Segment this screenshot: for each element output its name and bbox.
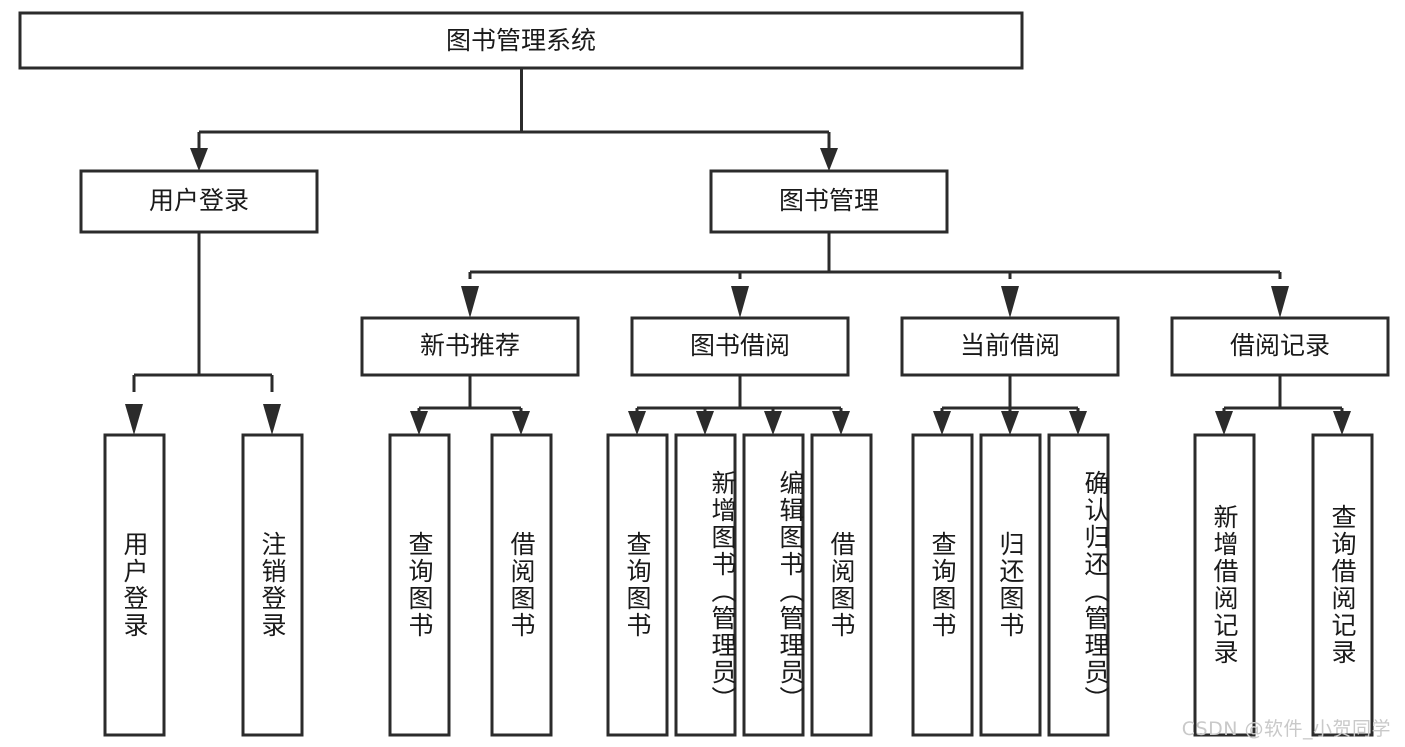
node-borrow-record[interactable]: 借阅记录	[1170, 316, 1390, 377]
node-book-manage-label: 图书管理	[779, 186, 879, 215]
leaf-boxes-user-login	[103, 433, 304, 737]
leaf-box-book-borrow-3[interactable]	[810, 433, 873, 737]
arrowhead-new-book	[461, 286, 479, 318]
leaf-box-book-borrow-0[interactable]	[606, 433, 669, 737]
leaf-box-current-borrow-1[interactable]	[979, 433, 1042, 737]
arrowhead-leaf-current-borrow-2	[1069, 411, 1087, 435]
node-root[interactable]: 图书管理系统	[18, 11, 1024, 70]
arrowhead-book-borrow	[731, 286, 749, 318]
node-current-borrow-label: 当前借阅	[960, 331, 1060, 360]
arrowhead-leaf-new-book-1	[512, 411, 530, 435]
arrowhead-borrow-record	[1271, 286, 1289, 318]
arrowhead-leaf-book-borrow-1	[696, 411, 714, 435]
leaf-boxes-current-borrow	[911, 433, 1110, 737]
leaf-box-current-borrow-0[interactable]	[911, 433, 974, 737]
node-book-manage-box[interactable]	[709, 169, 949, 234]
leaf-box-current-borrow-2[interactable]	[1047, 433, 1110, 737]
leaf-box-borrow-record-1[interactable]	[1311, 433, 1374, 737]
leaf-box-book-borrow-2[interactable]	[742, 433, 805, 737]
leaf-box-book-borrow-1[interactable]	[674, 433, 737, 737]
node-current-borrow-box[interactable]	[900, 316, 1120, 377]
node-new-book-recommend-box[interactable]	[360, 316, 580, 377]
arrowhead-leaf-book-borrow-3	[832, 411, 850, 435]
node-book-borrow-box[interactable]	[630, 316, 850, 377]
arrowhead-current-borrow	[1001, 286, 1019, 318]
node-user-login-box[interactable]	[79, 169, 319, 234]
arrowhead-leaf-borrow-record-1	[1333, 411, 1351, 435]
node-book-borrow-label: 图书借阅	[690, 331, 790, 360]
arrowhead-book-manage	[820, 148, 838, 171]
node-new-book-recommend-label: 新书推荐	[420, 331, 520, 360]
arrowhead-leaf-user-login-1	[263, 404, 281, 435]
leaf-box-user-login-1[interactable]	[241, 433, 304, 737]
node-user-login-label: 用户登录	[149, 186, 249, 215]
node-root-label: 图书管理系统	[446, 26, 596, 55]
arrowhead-leaf-current-borrow-0	[933, 411, 951, 435]
node-root-box[interactable]	[18, 11, 1024, 70]
arrowhead-leaf-borrow-record-0	[1215, 411, 1233, 435]
arrowhead-leaf-user-login-0	[125, 404, 143, 435]
leaf-boxes-new-book-recommend	[388, 433, 553, 737]
node-new-book-recommend[interactable]: 新书推荐	[360, 316, 580, 377]
node-borrow-record-label: 借阅记录	[1230, 331, 1330, 360]
leaf-boxes-borrow-record	[1193, 433, 1374, 737]
connector-layer	[125, 68, 1351, 435]
leaf-box-new-book-0[interactable]	[388, 433, 451, 737]
arrowhead-leaf-book-borrow-0	[628, 411, 646, 435]
node-user-login[interactable]: 用户登录	[79, 169, 319, 234]
csdn-watermark: CSDN @软件_小贺同学	[1181, 718, 1391, 740]
node-borrow-record-box[interactable]	[1170, 316, 1390, 377]
node-book-manage[interactable]: 图书管理	[709, 169, 949, 234]
node-current-borrow[interactable]: 当前借阅	[900, 316, 1120, 377]
arrowhead-leaf-new-book-0	[410, 411, 428, 435]
leaf-box-new-book-1[interactable]	[490, 433, 553, 737]
leaf-box-user-login-0[interactable]	[103, 433, 166, 737]
arrowhead-user-login	[190, 148, 208, 171]
node-book-borrow[interactable]: 图书借阅	[630, 316, 850, 377]
arrowhead-leaf-book-borrow-2	[764, 411, 782, 435]
arrowhead-leaf-current-borrow-1	[1001, 411, 1019, 435]
leaf-box-borrow-record-0[interactable]	[1193, 433, 1256, 737]
leaf-boxes-book-borrow	[606, 433, 873, 737]
